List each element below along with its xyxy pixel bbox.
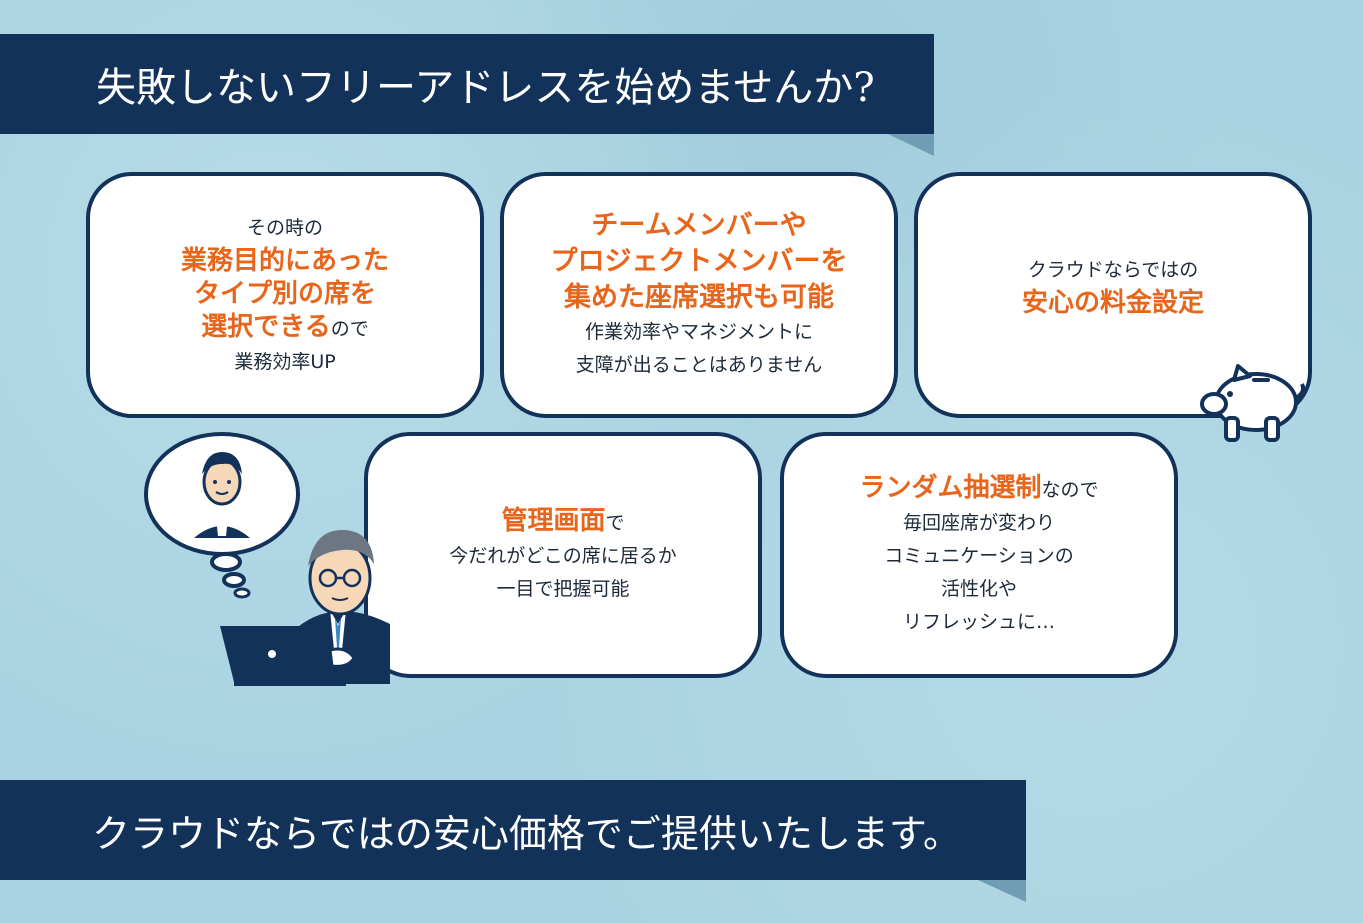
card-text: リフレッシュに… [902, 610, 1055, 633]
card-text: ので [330, 317, 369, 340]
card-text: で [605, 511, 625, 534]
card-highlight: 安心の料金設定 [1021, 288, 1204, 318]
feature-card-random: ランダム抽選制なので 毎回座席が変わり コミュニケーションの 活性化や リフレッ… [780, 432, 1178, 678]
card-highlight: 選択できる [201, 311, 331, 342]
card-text: コミュニケーションの [884, 544, 1074, 567]
card-highlight: ランダム抽選制 [859, 472, 1042, 503]
top-banner: 失敗しないフリーアドレスを始めませんか? [0, 34, 934, 134]
card-highlight: チームメンバーや [591, 210, 807, 241]
businessman-laptop-icon [220, 530, 390, 686]
card-text: 作業効率やマネジメントに [584, 321, 813, 343]
card-highlight-line: ランダム抽選制なので [859, 472, 1098, 507]
card-text: その時の [246, 216, 323, 239]
card-text: 一目で把握可能 [496, 577, 630, 600]
feature-card-pricing: クラウドならではの 安心の料金設定 [914, 172, 1312, 418]
card-text: 業務効率UP [234, 350, 336, 373]
card-text: 活性化や [940, 577, 1017, 600]
card-highlight-line: 選択できるので [201, 311, 369, 346]
card-text: クラウドならではの [1027, 259, 1199, 281]
piggy-bank-icon [1200, 364, 1306, 442]
thought-bubble-person-icon [144, 432, 300, 599]
bottom-banner-fold [978, 880, 1026, 902]
card-highlight: 集めた座席選択も可能 [564, 282, 834, 313]
bottom-banner-text: クラウドならではの安心価格でご提供いたします。 [92, 811, 962, 856]
card-text: なので [1041, 478, 1099, 501]
bottom-banner: クラウドならではの安心価格でご提供いたします。 [0, 780, 1026, 880]
top-banner-fold [888, 134, 934, 156]
feature-card-purpose: その時の 業務目的にあった タイプ別の席を 選択できるので 業務効率UP [86, 172, 484, 418]
card-text: 今だれがどこの席に居るか [449, 544, 677, 567]
card-highlight: プロジェクトメンバーを [550, 246, 848, 277]
card-text: 毎回座席が変わり [902, 511, 1055, 534]
card-text: 支障が出ることはありません [575, 354, 823, 376]
card-highlight-line: 管理画面で [501, 505, 624, 540]
feature-card-admin: 管理画面で 今だれがどこの席に居るか 一目で把握可能 [364, 432, 762, 678]
feature-card-team: チームメンバーや プロジェクトメンバーを 集めた座席選択も可能 作業効率やマネジ… [500, 172, 898, 418]
card-highlight: 管理画面 [501, 505, 606, 536]
card-highlight: タイプ別の席を [193, 278, 376, 309]
top-banner-text: 失敗しないフリーアドレスを始めませんか? [96, 65, 875, 111]
card-highlight: 業務目的にあった [180, 245, 389, 276]
